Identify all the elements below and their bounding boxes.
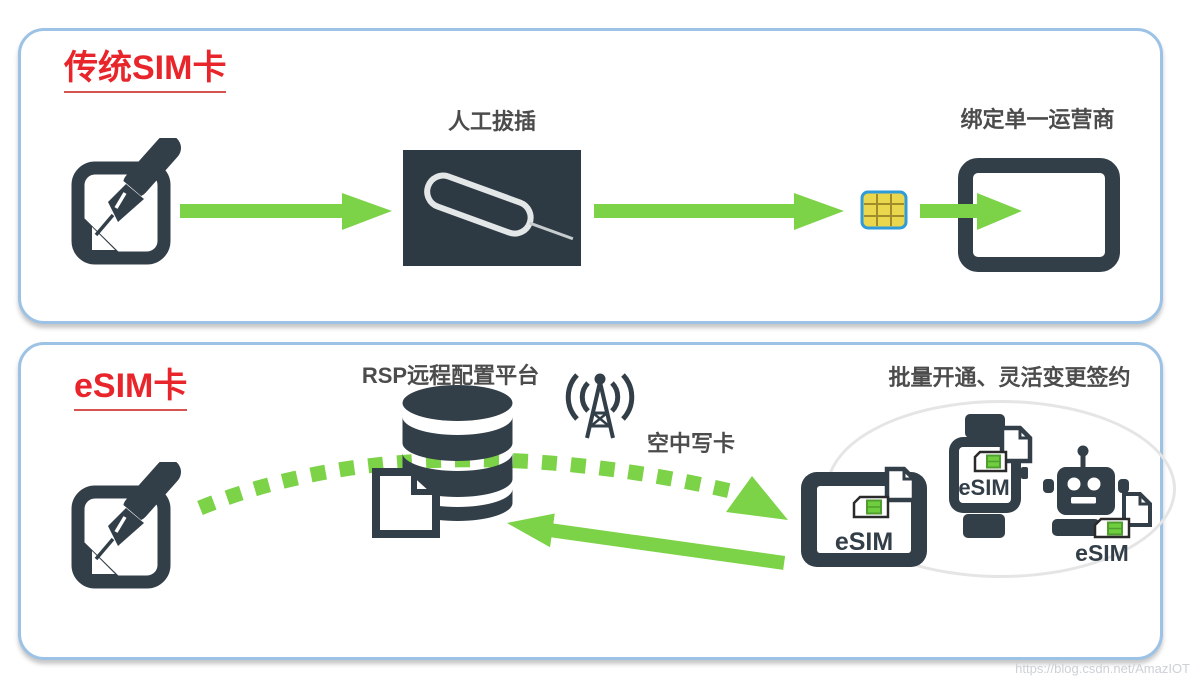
arrow-right-2 — [594, 193, 844, 230]
manual-plug-label: 人工拔插 — [447, 109, 536, 134]
dotted-ota-arrow — [197, 452, 788, 520]
esim-robot-icon: eSIM — [1043, 445, 1152, 566]
batch-benefit-label: 批量开通、灵活变更签约 — [888, 365, 1131, 390]
esim-tablet-label: eSIM — [835, 528, 893, 556]
return-arrow-left — [507, 513, 786, 570]
esim-watch-icon: eSIM — [949, 414, 1033, 538]
contract-signing-icon — [71, 462, 181, 589]
esim-robot-label: eSIM — [1075, 540, 1129, 566]
esim-watch-label: eSIM — [958, 475, 1009, 500]
profile-document-icon — [372, 468, 440, 538]
sim-card-chip-icon — [860, 190, 908, 230]
sim-ejector-pin-photo — [403, 150, 581, 266]
arrow-right-1 — [180, 193, 392, 230]
tablet-device-icon — [958, 158, 1120, 272]
watermark-url: https://blog.csdn.net/AmazIOT — [1015, 661, 1190, 676]
esim-panel-title: eSIM卡 — [74, 367, 188, 412]
traditional-panel-title: 传统SIM卡 — [64, 49, 227, 94]
ota-write-label: 空中写卡 — [646, 431, 735, 456]
rsp-platform-label: RSP远程配置平台 — [361, 363, 540, 388]
sim-ejector-pin-icon — [424, 172, 574, 241]
arrow-right-3 — [920, 193, 1022, 230]
esim-tablet-icon: eSIM — [801, 466, 927, 567]
bind-operator-label: 绑定单一运营商 — [960, 107, 1115, 132]
contract-signing-icon — [71, 138, 181, 265]
antenna-tower-icon — [565, 373, 635, 439]
